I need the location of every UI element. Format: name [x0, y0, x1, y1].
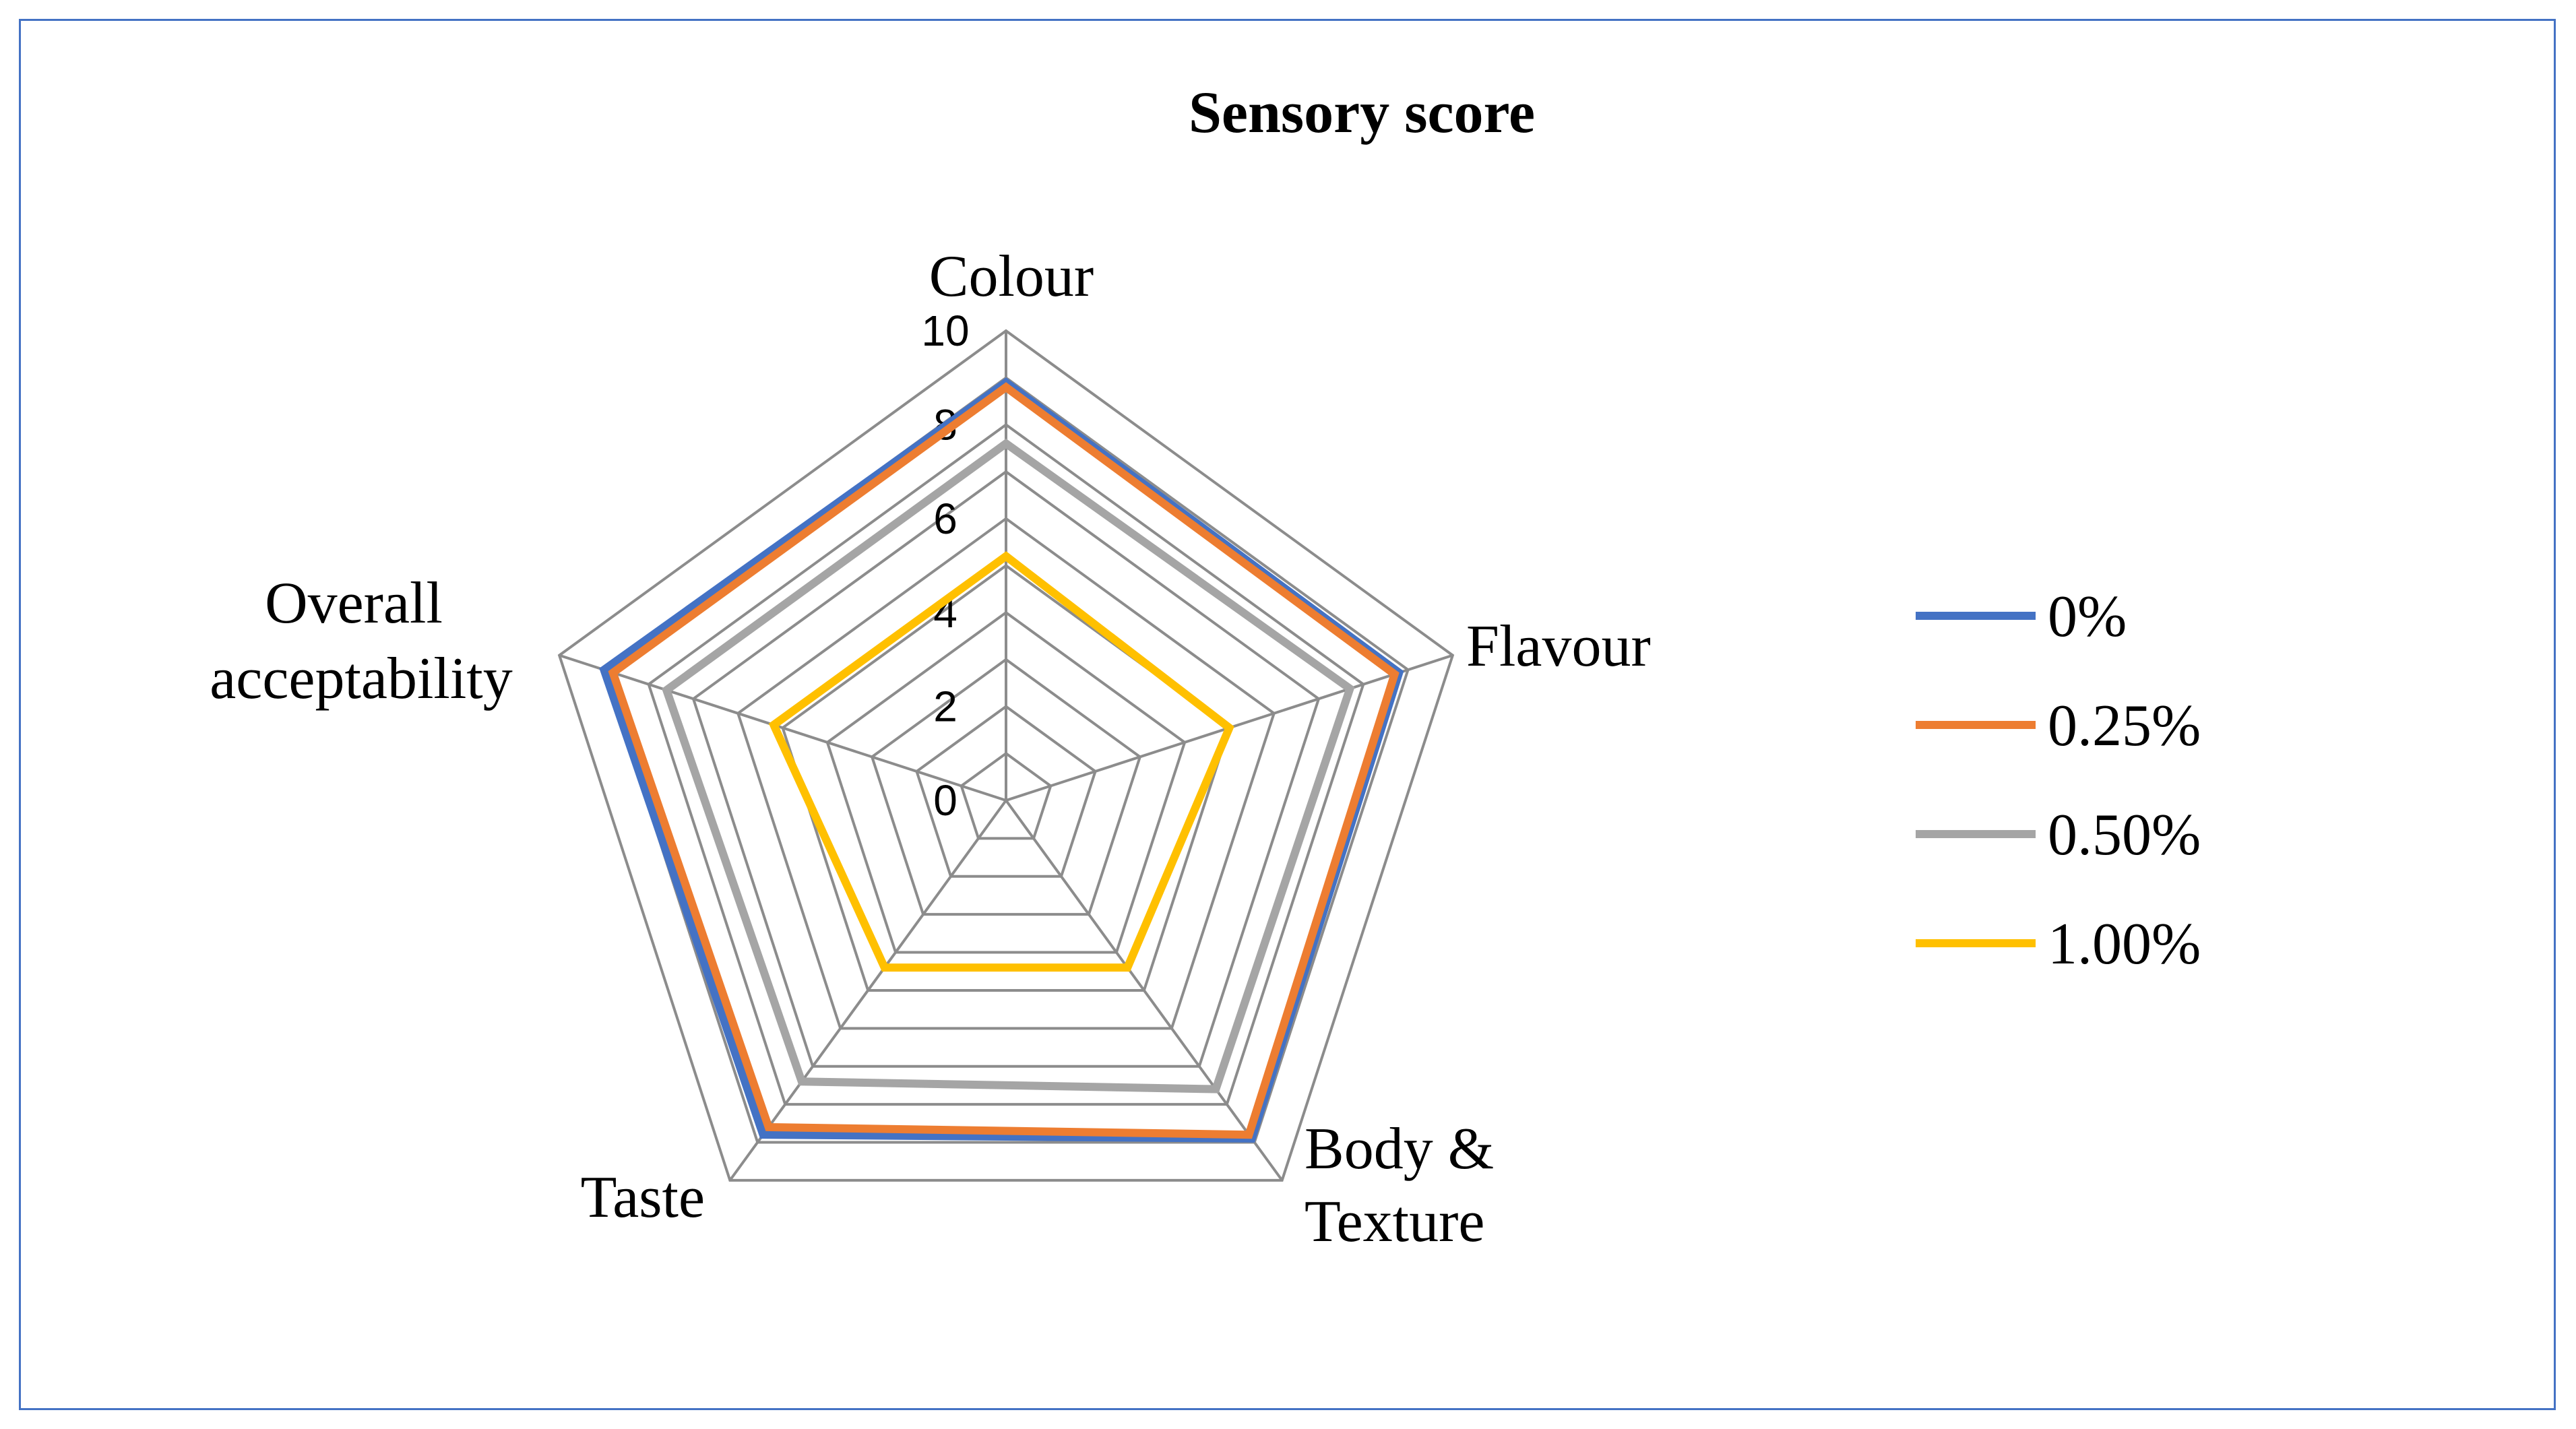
legend-label-3: 1.00%	[2048, 912, 2201, 977]
axis-label-colour: Colour	[929, 244, 1094, 309]
legend-label-0: 0%	[2048, 584, 2127, 649]
axis-label-body-texture-line1: Body &	[1305, 1116, 1494, 1182]
legend-label-2: 0.50%	[2048, 802, 2201, 868]
axis-label-overall-line1: Overall	[265, 571, 443, 636]
axis-label-overall-acceptability: Overall acceptability	[210, 571, 513, 711]
radar-grid	[557, 329, 1455, 1182]
grid-spoke-3	[728, 799, 1007, 1182]
tick-label-10: 10	[921, 307, 969, 355]
grid-ring-1	[960, 751, 1053, 840]
chart-title: Sensory score	[1189, 80, 1535, 146]
grid-ring-7	[691, 470, 1321, 1068]
series-line-3	[768, 551, 1234, 972]
grid-ring-3	[870, 658, 1142, 916]
axis-label-overall-line2: acceptability	[210, 646, 513, 711]
radar-series	[599, 377, 1404, 1143]
tick-label-0: 0	[933, 776, 957, 825]
axis-label-body-texture-line2: Texture	[1305, 1189, 1484, 1255]
grid-ring-6	[736, 517, 1276, 1030]
grid-spoke-4	[559, 654, 1007, 802]
axis-label-body-texture: Body & Texture	[1305, 1116, 1509, 1255]
grid-spoke-2	[1005, 799, 1284, 1182]
tick-label-2: 2	[933, 682, 957, 731]
grid-ring-4	[825, 610, 1187, 954]
grid-ring-8	[647, 422, 1365, 1106]
axis-label-flavour: Flavour	[1466, 614, 1651, 679]
series-line-2	[662, 438, 1355, 1093]
legend-label-1: 0.25%	[2048, 693, 2201, 759]
series-line-1	[608, 382, 1400, 1139]
axis-category-labels: Colour Flavour Body & Texture Taste Over…	[210, 244, 1651, 1255]
tick-label-6: 6	[933, 495, 957, 543]
axis-label-taste: Taste	[581, 1165, 705, 1230]
grid-ring-10	[557, 329, 1455, 1182]
legend: 0% 0.25% 0.50% 1.00%	[1916, 584, 2201, 977]
grid-ring-2	[915, 705, 1097, 878]
